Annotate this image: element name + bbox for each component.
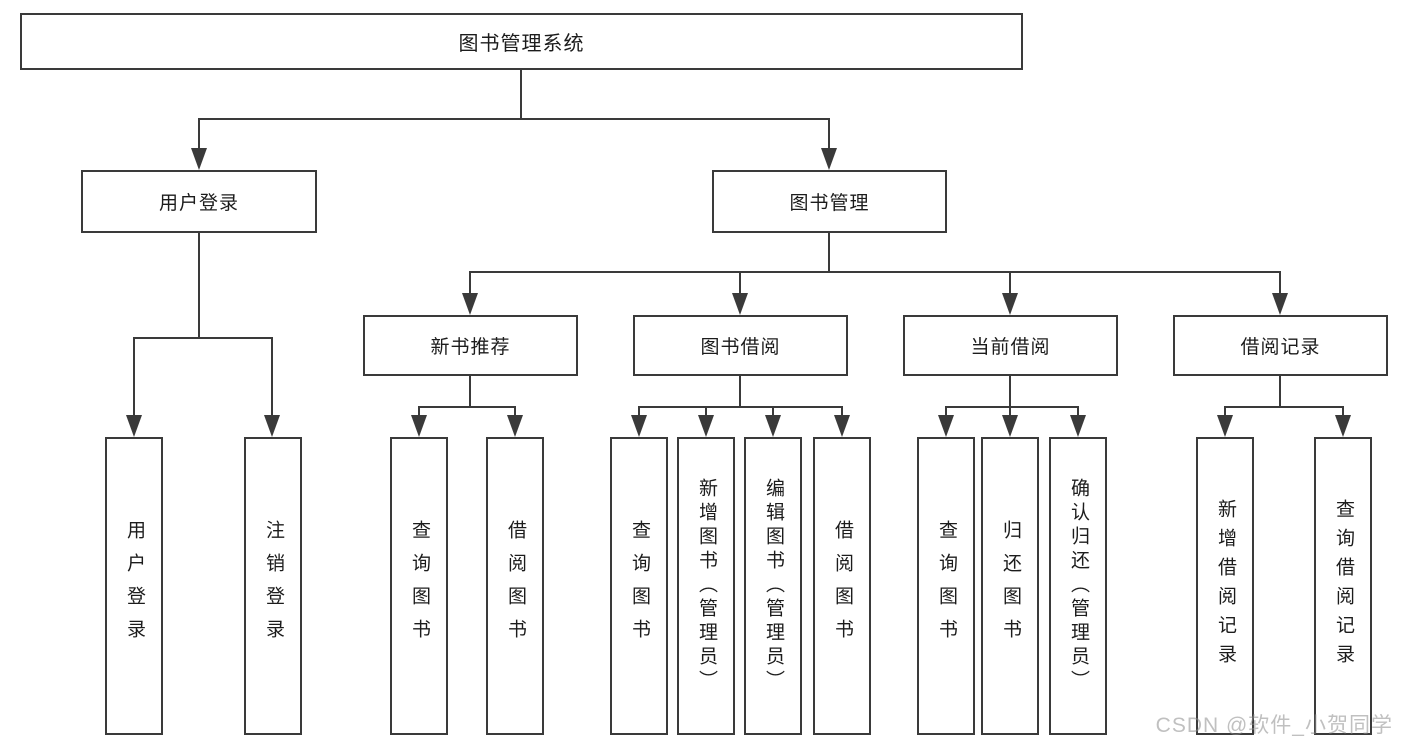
node-book-management: 图书管理: [712, 170, 947, 233]
node-leaf-confirm-return-admin: 确认归还（管理员）: [1049, 437, 1107, 735]
node-label: 新书推荐: [430, 337, 511, 358]
connector-line: [469, 376, 471, 406]
node-label: 归还图书: [1000, 520, 1021, 652]
connector-line: [772, 406, 774, 419]
connector-line: [1279, 376, 1281, 406]
node-leaf-borrow-books-recommend: 借阅图书: [486, 437, 544, 735]
connector-line: [271, 337, 273, 419]
node-book-borrowing: 图书借阅: [633, 315, 848, 376]
connector-line: [945, 406, 1079, 408]
connector-line: [841, 406, 843, 419]
csdn-watermark: CSDN @软件_小贺同学: [1155, 714, 1393, 737]
node-leaf-query-borrow-record: 查询借阅记录: [1314, 437, 1372, 735]
arrowhead-icon: [698, 415, 714, 437]
node-label: 用户登录: [124, 520, 145, 652]
arrowhead-icon: [834, 415, 850, 437]
arrowhead-icon: [411, 415, 427, 437]
node-label: 新增图书（管理员）: [696, 478, 717, 694]
connector-line: [739, 271, 741, 297]
connector-line: [198, 118, 830, 120]
arrowhead-icon: [462, 293, 478, 315]
node-leaf-return-books: 归还图书: [981, 437, 1039, 735]
connector-line: [1224, 406, 1342, 408]
node-label: 查询借阅记录: [1333, 499, 1354, 673]
node-label: 注销登录: [263, 520, 284, 652]
node-leaf-add-borrow-record: 新增借阅记录: [1196, 437, 1254, 735]
node-leaf-edit-books-admin: 编辑图书（管理员）: [744, 437, 802, 735]
node-label: 借阅图书: [505, 520, 526, 652]
node-label: 查询图书: [409, 520, 430, 652]
arrowhead-icon: [507, 415, 523, 437]
arrowhead-icon: [191, 148, 207, 170]
connector-line: [705, 406, 707, 419]
arrowhead-icon: [1335, 415, 1351, 437]
arrowhead-icon: [631, 415, 647, 437]
connector-line: [418, 406, 420, 419]
node-leaf-add-books-admin: 新增图书（管理员）: [677, 437, 735, 735]
node-borrowing-records: 借阅记录: [1173, 315, 1388, 376]
connector-line: [133, 337, 273, 339]
node-new-book-recommendation: 新书推荐: [363, 315, 578, 376]
node-label: 编辑图书（管理员）: [763, 478, 784, 694]
node-label: 查询图书: [629, 520, 650, 652]
node-label: 确认归还（管理员）: [1068, 478, 1089, 694]
arrowhead-icon: [1217, 415, 1233, 437]
arrowhead-icon: [732, 293, 748, 315]
node-leaf-query-books-current: 查询图书: [917, 437, 975, 735]
node-leaf-query-books-borrow: 查询图书: [610, 437, 668, 735]
connector-line: [638, 406, 842, 408]
arrowhead-icon: [1002, 415, 1018, 437]
arrowhead-icon: [1272, 293, 1288, 315]
arrowhead-icon: [938, 415, 954, 437]
connector-line: [1224, 406, 1226, 419]
arrowhead-icon: [821, 148, 837, 170]
connector-line: [638, 406, 640, 419]
arrowhead-icon: [264, 415, 280, 437]
node-label: 查询图书: [936, 520, 957, 652]
connector-line: [1342, 406, 1344, 419]
node-user-login: 用户登录: [81, 170, 317, 233]
node-label: 图书借阅: [700, 337, 781, 358]
node-leaf-user-login: 用户登录: [105, 437, 163, 735]
arrowhead-icon: [1002, 293, 1018, 315]
arrowhead-icon: [765, 415, 781, 437]
connector-line: [1009, 406, 1011, 419]
node-label: 新增借阅记录: [1215, 499, 1236, 673]
connector-line: [1009, 376, 1011, 406]
connector-line: [198, 118, 200, 152]
connector-line: [1009, 271, 1011, 297]
connector-line: [514, 406, 516, 419]
arrowhead-icon: [126, 415, 142, 437]
connector-line: [945, 406, 947, 419]
connector-line: [1279, 271, 1281, 297]
node-label: 借阅记录: [1240, 337, 1321, 358]
node-label: 借阅图书: [832, 520, 853, 652]
connector-line: [133, 337, 135, 419]
node-label: 图书管理系统: [458, 33, 585, 55]
arrowhead-icon: [1070, 415, 1086, 437]
node-leaf-borrow-books: 借阅图书: [813, 437, 871, 735]
connector-line: [1077, 406, 1079, 419]
node-label: 用户登录: [158, 193, 239, 214]
node-leaf-logout: 注销登录: [244, 437, 302, 735]
node-leaf-query-books-recommend: 查询图书: [390, 437, 448, 735]
connector-line: [739, 376, 741, 406]
node-label: 当前借阅: [970, 337, 1051, 358]
connector-line: [469, 271, 471, 297]
connector-line: [828, 118, 830, 152]
connector-line: [469, 271, 1281, 273]
node-library-management-system: 图书管理系统: [20, 13, 1023, 70]
connector-line: [828, 233, 830, 271]
connector-line: [418, 406, 516, 408]
connector-line: [520, 70, 522, 118]
connector-line: [198, 233, 200, 337]
node-current-borrowing: 当前借阅: [903, 315, 1118, 376]
node-label: 图书管理: [789, 193, 870, 214]
